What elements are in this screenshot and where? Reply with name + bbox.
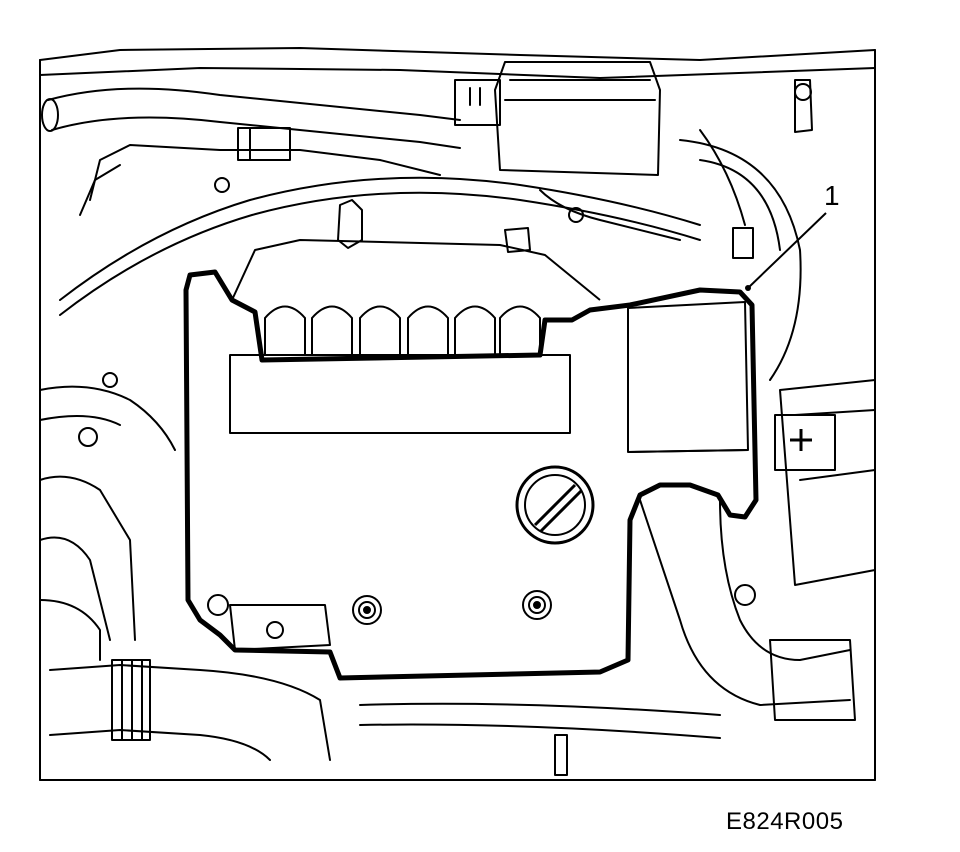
intake-hose [639,499,856,721]
brake-booster [679,79,813,381]
relay-box [454,61,661,176]
battery-plus-symbol [790,429,812,451]
upper-hose [41,87,461,149]
wiring-harness [59,144,701,316]
oil-filler-cap [515,465,595,545]
battery [774,379,876,586]
throttle-body [207,594,331,651]
cover-bolts [352,590,552,625]
engine-cover [183,239,759,681]
spark-plug-caps [264,305,541,355]
lower-hose [49,659,331,761]
hood-outline [39,47,876,781]
callout-leader-line [747,212,827,289]
callout-leader-dot [745,285,751,291]
callout-label-1: 1 [824,180,840,211]
top-connector [237,127,291,161]
left-pipes [39,372,176,661]
bottom-pipe [359,702,721,776]
figure-code: E824R005 [726,808,844,835]
